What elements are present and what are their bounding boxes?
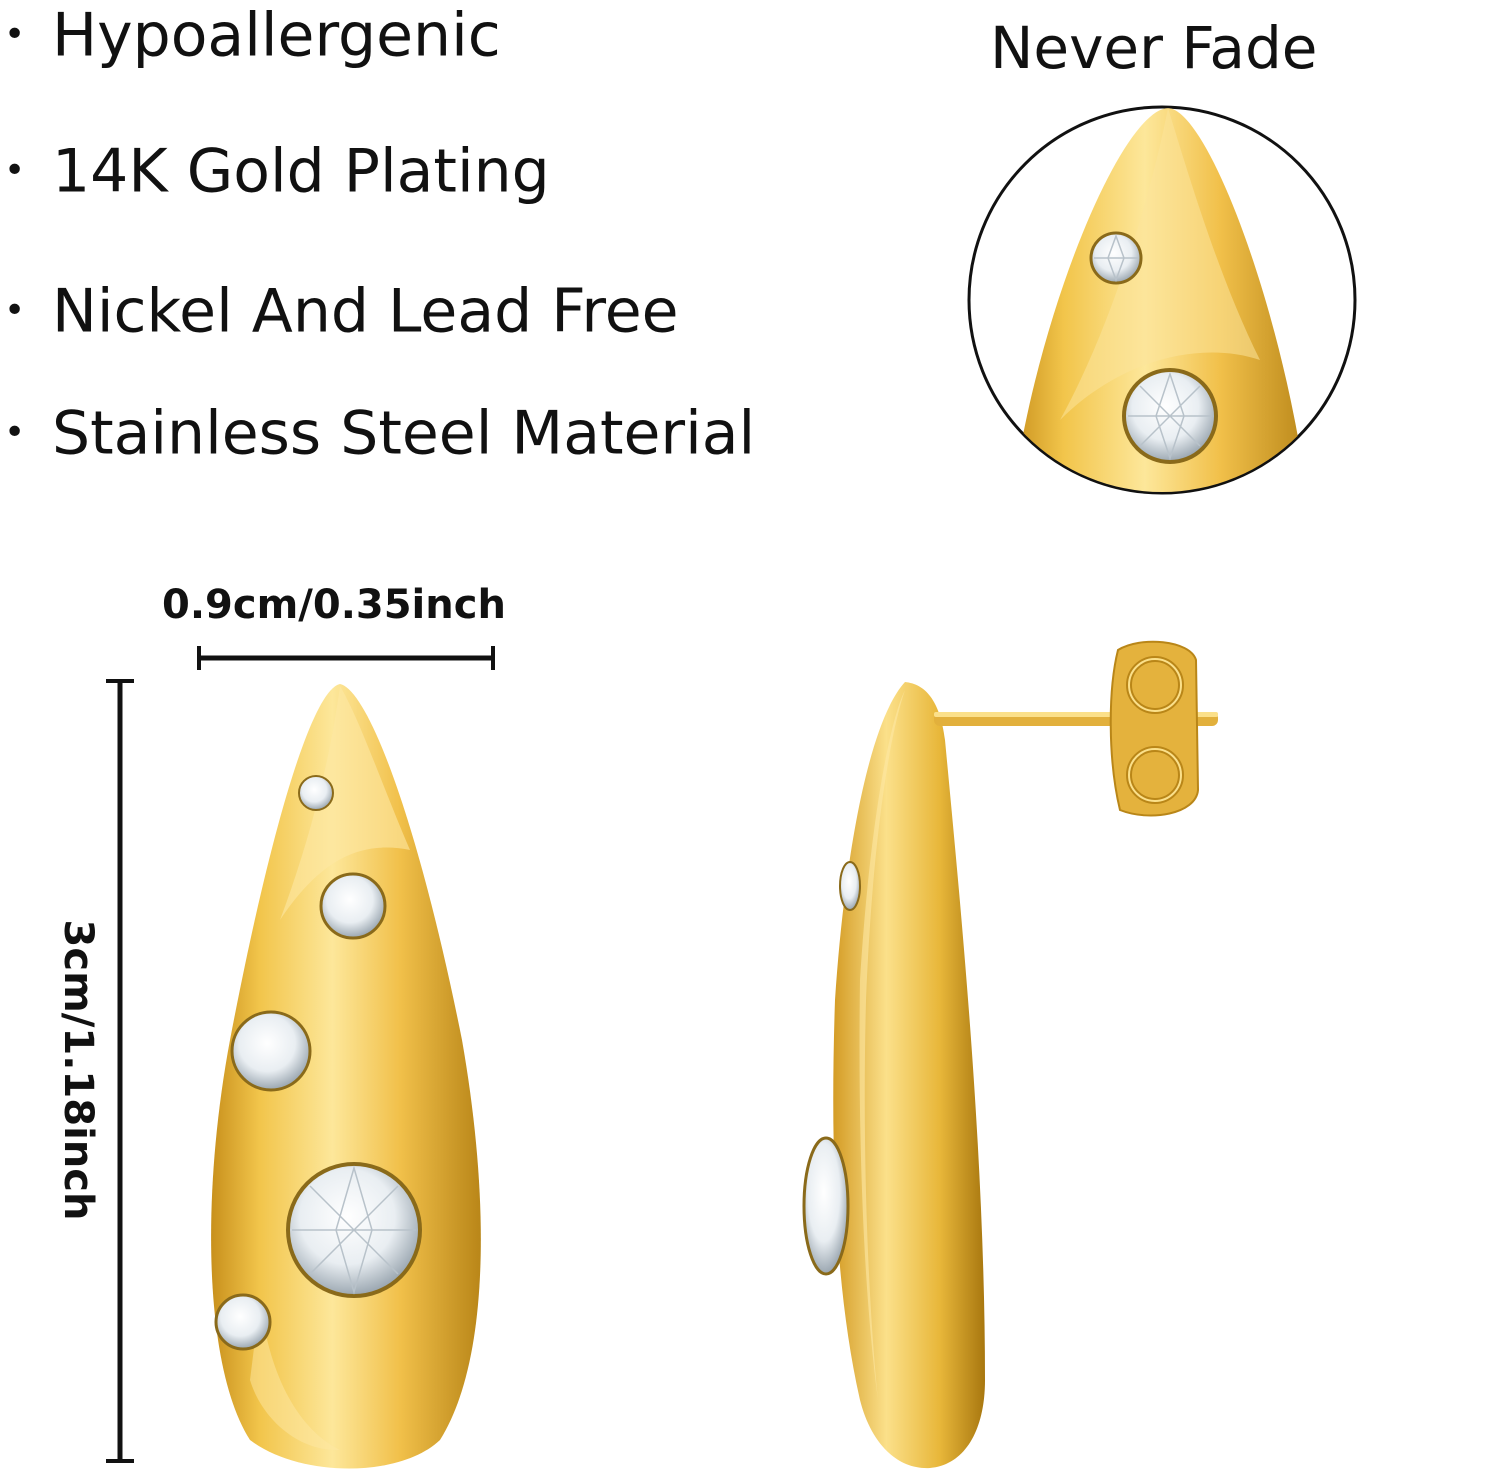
gemstone-icon — [286, 1162, 422, 1298]
gemstone-icon — [298, 775, 334, 811]
gemstone-icon — [230, 1010, 312, 1092]
feature-text: Hypoallergenic — [52, 0, 501, 71]
gemstone-icon — [319, 872, 387, 940]
bullet-icon: • — [4, 412, 26, 454]
earring-back-butterfly — [1109, 640, 1200, 817]
gemstone-icon — [1089, 231, 1143, 285]
gemstone-icon — [802, 1136, 850, 1276]
feature-text: 14K Gold Plating — [52, 136, 550, 207]
bullet-icon: • — [4, 290, 26, 332]
gemstone-icon — [1122, 368, 1218, 464]
feature-item-nickel-lead-free: •Nickel And Lead Free — [0, 278, 679, 341]
gemstone-icon — [839, 861, 861, 911]
gemstone-icon — [214, 1293, 272, 1351]
width-dimension-label: 0.9cm/0.35inch — [162, 582, 506, 628]
earring-front-view — [211, 684, 481, 1469]
feature-text: Stainless Steel Material — [52, 398, 756, 469]
bullet-icon: • — [4, 14, 26, 56]
width-dimension-line — [197, 646, 495, 670]
feature-item-gold-plating: •14K Gold Plating — [0, 138, 550, 201]
zoom-callout — [967, 105, 1357, 495]
earring-side-view — [802, 640, 1218, 1469]
feature-item-hypoallergenic: •Hypoallergenic — [0, 2, 501, 65]
feature-item-stainless-steel: •Stainless Steel Material — [0, 400, 755, 463]
bullet-icon: • — [4, 150, 26, 192]
feature-text: Nickel And Lead Free — [52, 276, 679, 347]
height-dimension-line — [106, 679, 134, 1463]
never-fade-title: Never Fade — [990, 14, 1318, 82]
